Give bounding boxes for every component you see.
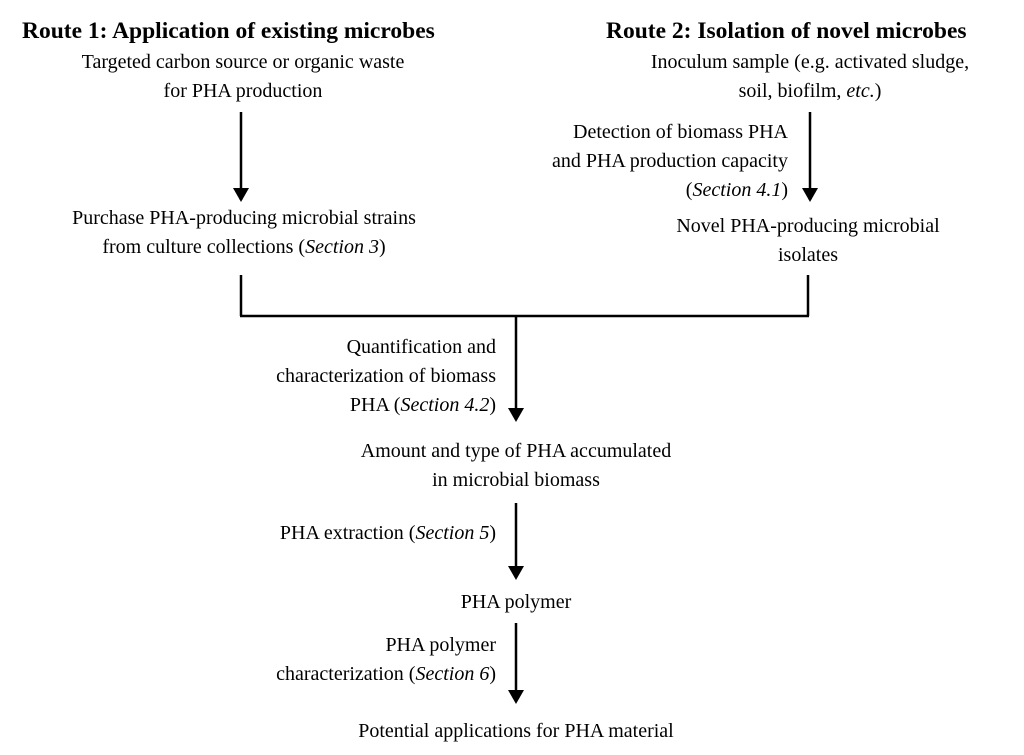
quant-line3-pre: PHA ( xyxy=(349,394,401,416)
characterization-label: PHA polymer characterization (Section 6) xyxy=(200,631,496,689)
novel-line1: Novel PHA-producing microbial xyxy=(676,215,940,237)
extraction-label: PHA extraction (Section 5) xyxy=(200,519,496,548)
purchase-line2-post: ) xyxy=(378,236,386,258)
quantification-arrowhead xyxy=(508,408,524,422)
detection-line1: Detection of biomass PHA xyxy=(573,121,788,143)
novel-isolates-box: Novel PHA-producing microbial isolates xyxy=(628,212,988,270)
extraction-post: ) xyxy=(489,522,496,544)
characterization-arrowhead xyxy=(508,690,524,704)
inoculum-line2: soil, biofilm, etc.) xyxy=(610,77,1010,106)
route1-heading: Route 1: Application of existing microbe… xyxy=(22,18,435,44)
quant-section-ref: Section 4.2 xyxy=(400,394,490,416)
inoculum-etc: etc. xyxy=(846,80,875,102)
char-line2-pre: characterization ( xyxy=(276,663,416,685)
extraction-pre: PHA extraction ( xyxy=(279,522,416,544)
detection-label: Detection of biomass PHA and PHA product… xyxy=(480,118,788,205)
route1-arrowhead xyxy=(233,188,249,202)
detection-line3-post: ) xyxy=(781,179,788,201)
purchase-section-ref: Section 3 xyxy=(305,236,379,258)
novel-line2: isolates xyxy=(778,244,838,266)
extraction-arrowhead xyxy=(508,566,524,580)
route2-arrowhead xyxy=(802,188,818,202)
quant-line1: Quantification and xyxy=(346,336,496,358)
detection-line3-pre: ( xyxy=(685,179,693,201)
detection-line3: (Section 4.1) xyxy=(480,176,788,205)
detection-section-ref: Section 4.1 xyxy=(692,179,782,201)
purchase-line2: from culture collections (Section 3) xyxy=(34,233,454,262)
quantification-label: Quantification and characterization of b… xyxy=(200,333,496,420)
carbon-source-line2: for PHA production xyxy=(163,80,323,102)
purchase-line1: Purchase PHA-producing microbial strains xyxy=(72,207,416,229)
inoculum-line2-post: ) xyxy=(874,80,882,102)
extraction-section-ref: Section 5 xyxy=(415,522,490,544)
quant-line2: characterization of biomass xyxy=(276,365,496,387)
char-line2: characterization (Section 6) xyxy=(200,660,496,689)
inoculum-box: Inoculum sample (e.g. activated sludge, … xyxy=(610,48,1010,106)
amount-type-box: Amount and type of PHA accumulated in mi… xyxy=(306,437,726,495)
route2-heading: Route 2: Isolation of novel microbes xyxy=(606,18,967,44)
quant-line3-post: ) xyxy=(489,394,496,416)
amount-line2: in microbial biomass xyxy=(432,469,600,491)
inoculum-line2-pre: soil, biofilm, xyxy=(738,80,847,102)
purchase-line2-pre: from culture collections ( xyxy=(102,236,306,258)
char-line2-post: ) xyxy=(489,663,496,685)
purchase-strains-box: Purchase PHA-producing microbial strains… xyxy=(34,204,454,262)
detection-line2: and PHA production capacity xyxy=(551,150,788,172)
amount-line1: Amount and type of PHA accumulated xyxy=(360,440,672,462)
carbon-source-line1: Targeted carbon source or organic waste xyxy=(81,51,405,73)
char-section-ref: Section 6 xyxy=(415,663,490,685)
inoculum-line1: Inoculum sample (e.g. activated sludge, xyxy=(650,51,970,73)
carbon-source-box: Targeted carbon source or organic waste … xyxy=(43,48,443,106)
quant-line3: PHA (Section 4.2) xyxy=(200,391,496,420)
char-line1: PHA polymer xyxy=(385,634,496,656)
applications-box: Potential applications for PHA material xyxy=(358,720,674,742)
pha-polymer-box: PHA polymer xyxy=(460,591,572,613)
